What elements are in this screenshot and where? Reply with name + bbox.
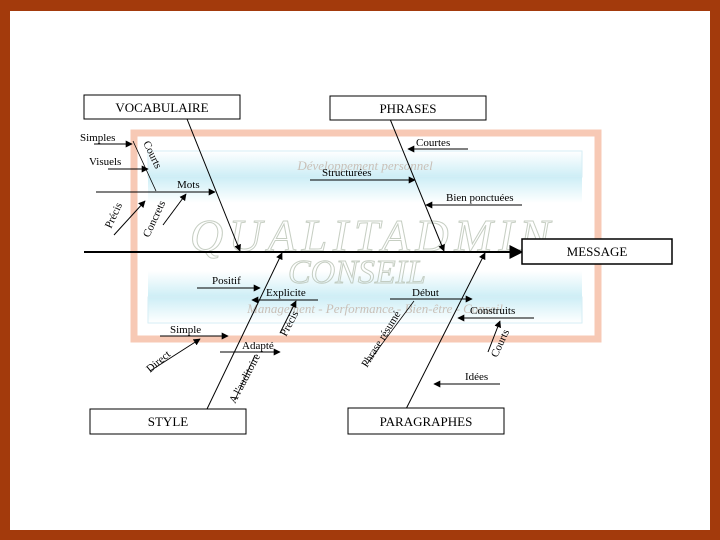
bone-phrases xyxy=(389,118,445,252)
box-message: MESSAGE xyxy=(521,238,673,265)
label-structurees: Structurées xyxy=(322,167,371,179)
label-debut: Début xyxy=(412,287,439,299)
arrow-direct xyxy=(149,338,201,372)
label-adapte: Adapté xyxy=(242,340,274,352)
svg-text:STYLE: STYLE xyxy=(148,414,189,429)
label-construits: Construits xyxy=(470,305,515,317)
label-idees: Idées xyxy=(465,371,488,383)
box-phrases: PHRASES xyxy=(329,95,487,121)
svg-text:PHRASES: PHRASES xyxy=(379,101,436,116)
slide-canvas: Développement personnel QUALITADMIN CONS… xyxy=(10,11,710,530)
subbone-adapte xyxy=(234,354,256,401)
box-vocabulaire: VOCABULAIRE xyxy=(83,94,241,120)
watermark-bottom-text: Management - Performance - Bien-être - C… xyxy=(246,301,503,316)
watermark-logo: Développement personnel QUALITADMIN CONS… xyxy=(130,129,602,343)
label-explicite: Explicite xyxy=(266,287,306,299)
arrow-precis-style xyxy=(279,300,297,334)
label-direct: Direct xyxy=(144,348,173,375)
watermark-logo-line2: CONSEIL xyxy=(288,254,426,291)
arrow-courts-par xyxy=(487,320,501,353)
bone-paragraphes xyxy=(405,252,486,410)
label-bien-ponctuees: Bien ponctuées xyxy=(446,192,514,204)
watermark-band-top2 xyxy=(148,177,582,203)
arrow-precis-voc xyxy=(113,200,146,236)
label-courtes: Courtes xyxy=(416,137,450,149)
watermark-band-bottom xyxy=(148,271,582,297)
fishbone-diagram: Développement personnel QUALITADMIN CONS… xyxy=(80,94,673,435)
subbone-debut xyxy=(366,300,415,365)
label-courts-par: Courts xyxy=(489,328,512,360)
subbone-mots xyxy=(132,140,157,192)
label-positif: Positif xyxy=(212,275,241,287)
box-paragraphes: PARAGRAPHES xyxy=(347,407,505,435)
svg-text:MESSAGE: MESSAGE xyxy=(567,244,628,259)
label-visuels: Visuels xyxy=(89,156,121,168)
box-style: STYLE xyxy=(89,408,247,435)
label-simples: Simples xyxy=(80,132,115,144)
bone-style xyxy=(206,252,283,410)
label-a-auditoire: A l'auditoire xyxy=(227,352,263,406)
watermark-top-text: Développement personnel xyxy=(296,158,433,173)
label-concrets: Concrets xyxy=(141,199,168,240)
svg-text:VOCABULAIRE: VOCABULAIRE xyxy=(115,100,208,115)
label-mots: Mots xyxy=(177,179,200,191)
watermark-band-bottom2 xyxy=(147,296,583,324)
bone-vocabulaire xyxy=(186,118,241,252)
label-simple: Simple xyxy=(170,324,201,336)
svg-text:PARAGRAPHES: PARAGRAPHES xyxy=(380,414,473,429)
watermark-frame xyxy=(130,129,602,343)
arrow-concrets xyxy=(162,193,187,226)
